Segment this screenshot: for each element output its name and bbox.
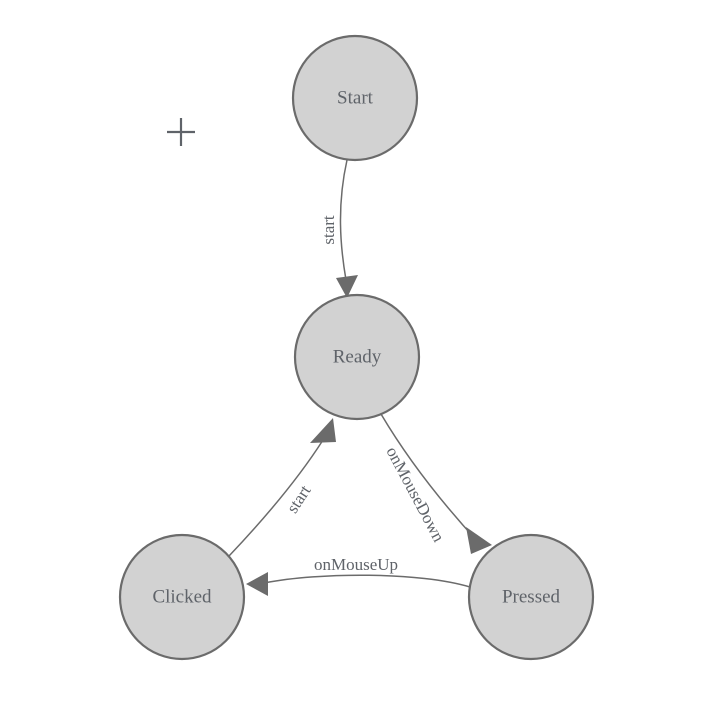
edge-label-ready-to-pressed: onMouseDown [382,444,448,546]
edge-ready-to-pressed[interactable] [380,413,492,554]
crosshair-marker-icon [167,118,195,146]
edge-label-pressed-to-clicked: onMouseUp [314,555,398,574]
arrowhead-ready-to-pressed [466,527,492,554]
node-pressed-circle [467,533,595,661]
node-pressed-label: Pressed [502,586,561,607]
node-start-label: Start [337,87,374,108]
edge-label-start-to-ready: start [319,215,338,245]
edge-start-to-ready[interactable] [336,159,358,298]
arrowhead-pressed-to-clicked [246,572,268,596]
edge-path-start-to-ready [339,159,348,281]
node-clicked[interactable]: Clicked [118,533,246,661]
edge-pressed-to-clicked[interactable] [246,572,471,596]
node-ready-circle [293,293,421,421]
edge-path-clicked-to-ready [228,439,324,557]
arrowhead-clicked-to-ready [310,418,336,443]
node-ready-label: Ready [333,346,382,367]
node-ready[interactable]: Ready [293,293,421,421]
node-clicked-circle [118,533,246,661]
edge-path-pressed-to-clicked [263,574,471,588]
node-pressed[interactable]: Pressed [467,533,595,661]
node-clicked-label: Clicked [152,586,212,607]
arrowhead-start-to-ready [336,275,358,298]
node-start[interactable]: Start [291,34,419,162]
edge-clicked-to-ready[interactable] [228,418,336,557]
edge-label-clicked-to-ready: start [283,481,315,516]
node-start-circle [291,34,419,162]
